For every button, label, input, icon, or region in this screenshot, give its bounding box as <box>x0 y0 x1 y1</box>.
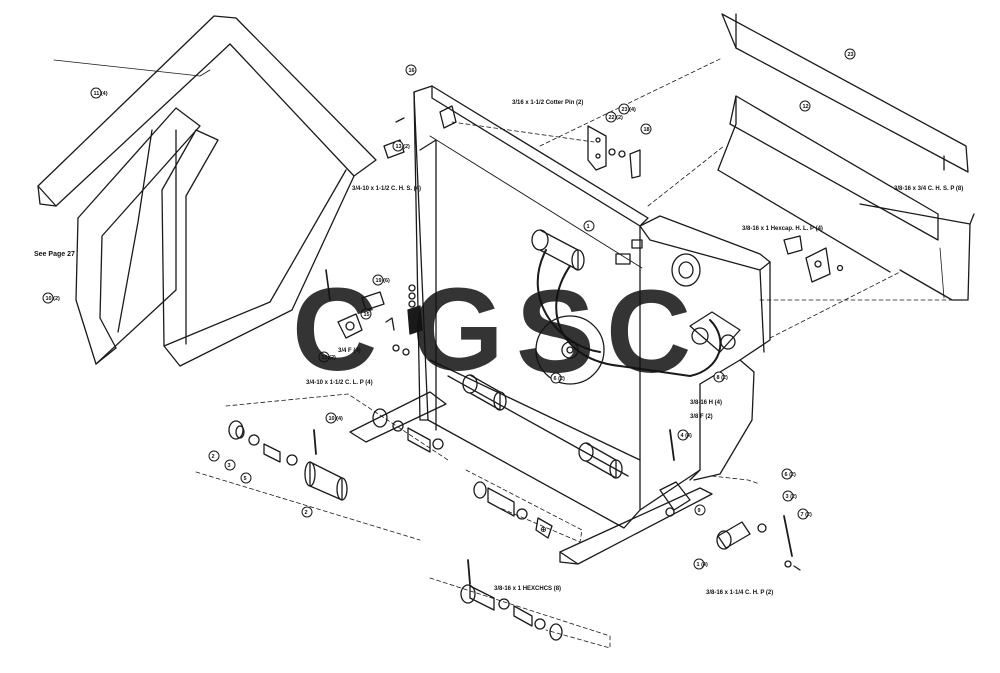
callout-text: 16 <box>409 68 415 74</box>
callout-c08: 18 <box>640 123 652 135</box>
callout-text: 2 <box>212 454 215 460</box>
callout-c09: 10 (2) <box>42 292 61 304</box>
callout-c23: 3 (2) <box>782 490 797 502</box>
text-labels: See Page 27 3/16 x 1-1/2 Cotter Pin (2) … <box>34 100 963 596</box>
callout-c25: 1 (4) <box>693 558 708 570</box>
callout-c18: 3 <box>224 459 236 471</box>
callout-text: 1 <box>587 224 590 230</box>
callout-text: 10 (4) <box>329 416 344 422</box>
callout-text: 7 (2) <box>801 512 812 518</box>
callout-c20: 2 <box>301 506 313 518</box>
callout-text: 3 <box>228 463 231 469</box>
washer-left-label: 3/4 F (4) <box>338 348 361 354</box>
callout-text: 4 (4) <box>681 433 692 439</box>
callout-c14: 6 (2) <box>550 372 565 384</box>
guard-panel <box>37 15 377 367</box>
callout-c05: 13 (2) <box>392 140 411 152</box>
callout-text: 23 <box>848 52 854 58</box>
callout-c19: 5 <box>240 472 252 484</box>
callout-text: 6 (2) <box>785 472 796 478</box>
callout-text: 8 (2) <box>717 375 728 381</box>
right-bracket <box>783 235 844 283</box>
callout-c21: 4 (4) <box>677 429 692 441</box>
callout-c15: 8 (2) <box>713 371 728 383</box>
main-frame <box>349 85 771 565</box>
callout-text: 11 (4) <box>94 91 108 97</box>
upper-panel <box>721 13 969 173</box>
callout-c22: 6 (2) <box>781 468 796 480</box>
callout-text: 12 <box>803 104 809 110</box>
rollers <box>462 229 741 479</box>
callout-text: 5 <box>244 476 247 482</box>
callout-c11: 19 (6) <box>372 274 391 286</box>
callout-text: 23 (4) <box>622 107 637 113</box>
cotter-pin-label: 3/16 x 1-1/2 Cotter Pin (2) <box>512 100 583 106</box>
upper-hardware <box>383 105 641 179</box>
bolt-left-mid-label: 3/4-10 x 1-1/2 C. L. P (4) <box>306 380 373 386</box>
callout-c12: 13 (2) <box>318 351 337 363</box>
callout-text: 10 (2) <box>46 296 61 302</box>
projection-lines <box>451 57 953 339</box>
callout-c17: 2 <box>208 450 220 462</box>
see-page-label: See Page 27 <box>34 251 75 258</box>
callout-c13: 15 <box>360 308 372 320</box>
callout-text: 1 (4) <box>697 562 708 568</box>
callout-text: 18 <box>644 127 650 133</box>
bolt-bottom-center-label: 3/8-16 x 1 HEXCHCS (8) <box>494 586 561 592</box>
callout-text: 6 (2) <box>554 376 565 382</box>
callout-text: 3 (2) <box>786 494 797 500</box>
callout-c16: 10 (4) <box>325 412 344 424</box>
svg-text:⊕: ⊕ <box>540 525 547 534</box>
side-box-panel <box>859 203 975 301</box>
nut-right-a-label: 3/8-16 H (4) <box>690 400 722 406</box>
watermark-letter-1: G <box>412 264 504 396</box>
callout-text: 2 <box>305 510 308 516</box>
callout-text: 19 (6) <box>376 278 391 284</box>
callout-c06: 23 (4) <box>618 103 637 115</box>
bolt-bottom-right-label: 3/8-16 x 1-1/4 C. H. P (2) <box>706 590 773 596</box>
right-lower-assembly <box>659 429 801 571</box>
watermark-letter-2: S <box>516 266 595 398</box>
lower-center-assembly: ⊕ <box>465 469 583 543</box>
inner-panel <box>717 95 939 273</box>
callout-c10: 1 <box>583 220 595 232</box>
callout-text: 15 <box>364 312 370 318</box>
callout-c26: 9 <box>694 504 706 516</box>
bolt-right-top-label: 3/8-16 x 3/4 C. H. S. P (8) <box>894 186 963 192</box>
watermark-letter-0: C <box>292 264 377 396</box>
callout-c04: 12 <box>799 100 811 112</box>
callout-c24: 7 (2) <box>797 508 812 520</box>
callout-text: 13 (2) <box>396 144 411 150</box>
callout-text: 9 <box>698 508 701 514</box>
callout-text: 13 (2) <box>322 355 337 361</box>
bolt-upper-left-label: 3/4-10 x 1-1/2 C. H. S. (4) <box>352 186 421 192</box>
callout-c07: 22 (2) <box>605 111 624 123</box>
callout-c02: 16 <box>405 64 417 76</box>
bolt-right-mid-label: 3/8-16 x 1 Hexcap. H. L. P (4) <box>742 226 823 232</box>
watermark-letter-3: C <box>606 266 691 398</box>
left-hardware <box>325 269 423 356</box>
lower-left-assembly <box>195 393 449 541</box>
bottom-center-assembly <box>429 559 611 649</box>
callout-text: 22 (2) <box>609 115 624 121</box>
callout-c03: 23 <box>844 48 856 60</box>
callout-c01: 11 (4) <box>90 87 108 99</box>
nut-right-b-label: 3/8 F (2) <box>690 414 713 420</box>
